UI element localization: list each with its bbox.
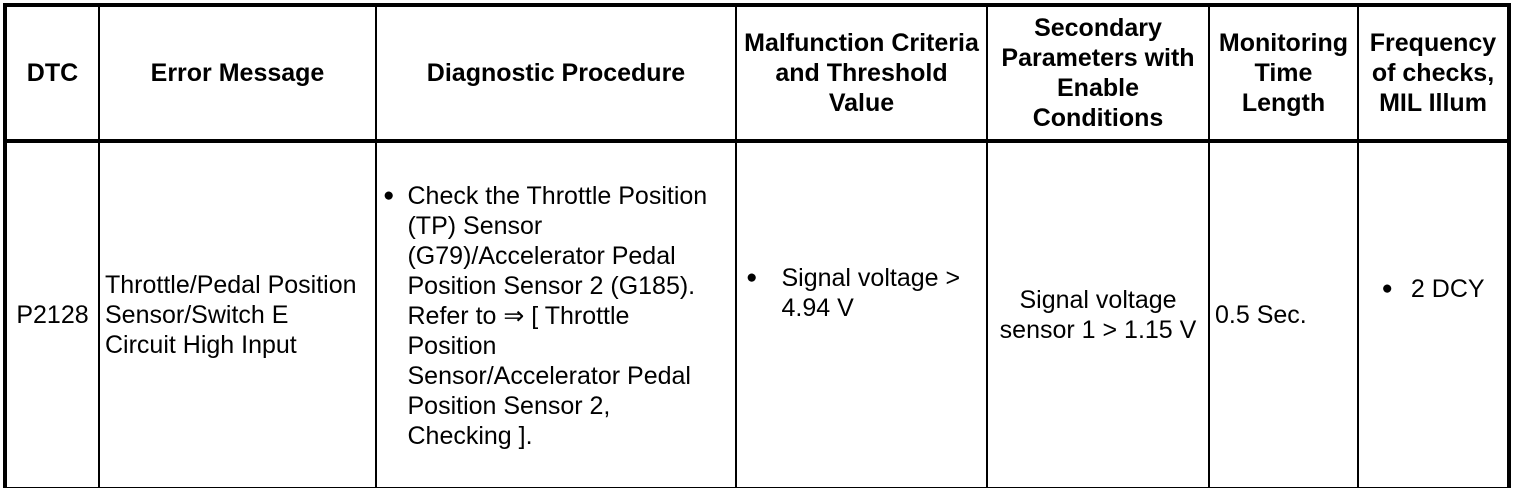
diagnostic-procedure-bullet-item: ● Check the Throttle Position (TP) Senso… (383, 181, 730, 451)
bullet-icon: ● (746, 267, 758, 288)
column-header-monitoring-time: Monitoring Time Length (1208, 4, 1359, 143)
column-header-frequency: Frequency of checks, MIL Illum (1357, 4, 1510, 143)
bullet-icon: ● (1381, 278, 1393, 299)
cell-error-message: Throttle/Pedal Position Sensor/Switch E … (98, 140, 377, 488)
diagnostic-procedure-text: Check the Throttle Position (TP) Sensor … (407, 182, 708, 450)
frequency-text: 2 DCY (1410, 275, 1485, 303)
column-header-diagnostic-procedure: Diagnostic Procedure (375, 4, 737, 143)
bullet-icon: ● (383, 185, 395, 206)
cell-secondary-parameters: Signal voltage sensor 1 > 1.15 V (986, 140, 1210, 488)
malfunction-criteria-bullet-item: ● Signal voltage > 4.94 V (746, 263, 982, 323)
dtc-table: DTC Error Message Diagnostic Procedure M… (3, 3, 1511, 488)
table-row: P2128 Throttle/Pedal Position Sensor/Swi… (4, 140, 1510, 488)
cell-monitoring-time: 0.5 Sec. (1208, 140, 1359, 488)
header-row: DTC Error Message Diagnostic Procedure M… (4, 4, 1510, 143)
column-header-dtc: DTC (4, 4, 100, 143)
column-header-secondary-parameters: Secondary Parameters with Enable Conditi… (986, 4, 1210, 143)
column-header-error-message: Error Message (98, 4, 377, 143)
cell-frequency: ● 2 DCY (1357, 140, 1510, 488)
malfunction-criteria-text: Signal voltage > 4.94 V (781, 264, 961, 322)
cell-diagnostic-procedure: ● Check the Throttle Position (TP) Senso… (375, 140, 737, 488)
cell-malfunction-criteria: ● Signal voltage > 4.94 V (735, 140, 988, 488)
frequency-bullet-item: ● 2 DCY (1361, 274, 1505, 304)
cell-dtc-code: P2128 (4, 140, 100, 488)
column-header-malfunction-criteria: Malfunction Criteria and Threshold Value (735, 4, 988, 143)
